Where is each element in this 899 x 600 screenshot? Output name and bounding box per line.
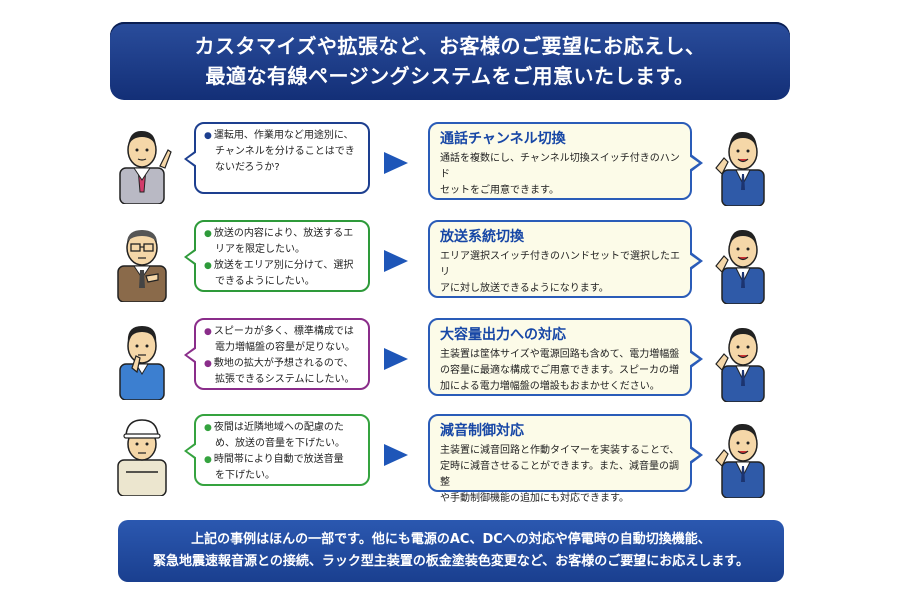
question-text: 夜間は近隣地域への配慮のた — [213, 422, 344, 433]
answer-text: エリア選択スイッチ付きのハンドセットで選択したエリ — [440, 251, 680, 278]
question-text: ないだろうか? — [215, 162, 280, 173]
question-text: を下げたい。 — [215, 470, 275, 481]
case-row-4: ●夜間は近隣地域への配慮のた め、放送の音量を下げたい。 ●時間帯により自動で放… — [0, 414, 899, 504]
footer-line-1: 上記の事例はほんの一部です。他にも電源のAC、DCへの対応や停電時の自動切換機能… — [191, 532, 711, 547]
answer-text: 通話を複数にし、チャンネル切換スイッチ付きのハンド — [440, 153, 680, 180]
answer-text: 定時に減音させることができます。また、減音量の調整 — [440, 461, 679, 488]
bullet-icon: ● — [204, 359, 212, 369]
question-text: 拡張できるシステムにしたい。 — [215, 374, 355, 385]
question-text: 運転用、作業用など用途別に、 — [213, 130, 354, 141]
hardhat-worker-icon — [117, 419, 167, 496]
answer-bubble-1: 通話チャンネル切換 通話を複数にし、チャンネル切換スイッチ付きのハンド セットを… — [428, 122, 703, 200]
answer-title: 減音制御対応 — [440, 423, 524, 439]
bullet-icon: ● — [204, 229, 212, 239]
answer-text: アに対し放送できるようになります。 — [440, 283, 609, 294]
answer-title: 通話チャンネル切換 — [440, 131, 566, 147]
question-text: 放送をエリア別に分けて、選択 — [213, 260, 354, 271]
worker-thinking-icon — [119, 326, 165, 400]
answer-text: や手動制御機能の追加にも対応できます。 — [440, 493, 629, 504]
question-text: め、放送の音量を下げたい。 — [215, 438, 345, 449]
answer-title: 放送系統切換 — [440, 229, 524, 245]
question-text: リアを限定したい。 — [215, 244, 305, 255]
businessman-pointing-icon — [119, 130, 172, 204]
answer-bubble-3: 大容量出力への対応 主装置は筐体サイズや電源回路も含めて、電力増幅盤 の容量に最… — [428, 318, 703, 396]
answer-bubble-4: 減音制御対応 主装置に減音回路と作動タイマーを実装することで、 定時に減音させる… — [428, 414, 703, 504]
arrow-right-icon — [384, 444, 408, 466]
bullet-icon: ● — [204, 261, 212, 271]
arrow-right-icon — [384, 152, 408, 174]
staff-presenting-icon — [715, 131, 765, 206]
question-text: スピーカが多く、標準構成では — [213, 326, 354, 337]
manager-glasses-icon — [117, 230, 167, 302]
answer-text: 主装置に減音回路と作動タイマーを実装することで、 — [440, 445, 680, 456]
case-row-2: ●放送の内容により、放送するエ リアを限定したい。 ●放送をエリア別に分けて、選… — [0, 220, 899, 306]
answer-bubble-2: 放送系統切換 エリア選択スイッチ付きのハンドセットで選択したエリ アに対し放送で… — [428, 220, 703, 298]
case-row-1: ●運転用、作業用など用途別に、 チャンネルを分けることはでき ないだろうか? 通… — [0, 122, 899, 208]
bullet-icon: ● — [204, 455, 212, 465]
question-text: 電力増幅盤の容量が足りない。 — [215, 342, 355, 353]
arrow-right-icon — [384, 348, 408, 370]
question-bubble-3: ●スピーカが多く、標準構成では 電力増幅盤の容量が足りない。 ●敷地の拡大が予想… — [184, 318, 370, 390]
question-text: できるようにしたい。 — [215, 276, 315, 287]
arrow-right-icon — [384, 250, 408, 272]
question-text: 敷地の拡大が予想されるので、 — [213, 358, 354, 369]
case-row-3: ●スピーカが多く、標準構成では 電力増幅盤の容量が足りない。 ●敷地の拡大が予想… — [0, 318, 899, 404]
question-text: チャンネルを分けることはでき — [215, 146, 355, 157]
staff-presenting-icon — [715, 423, 765, 498]
question-text: 時間帯により自動で放送音量 — [213, 454, 344, 465]
header-line-2: 最適な有線ページングシステムをご用意いたします。 — [205, 64, 695, 88]
header-line-1: カスタマイズや拡張など、お客様のご要望にお応えし、 — [194, 34, 706, 58]
question-bubble-1: ●運転用、作業用など用途別に、 チャンネルを分けることはでき ないだろうか? — [184, 122, 370, 194]
answer-text: 加による電力増幅盤の増設もおまかせください。 — [440, 381, 660, 392]
staff-presenting-icon — [715, 229, 765, 304]
answer-text: の容量に最適な構成でご用意できます。スピーカの増 — [440, 365, 679, 376]
footer-banner: 上記の事例はほんの一部です。他にも電源のAC、DCへの対応や停電時の自動切換機能… — [118, 520, 784, 582]
bullet-icon: ● — [204, 131, 212, 141]
bullet-icon: ● — [204, 327, 212, 337]
question-bubble-2: ●放送の内容により、放送するエ リアを限定したい。 ●放送をエリア別に分けて、選… — [184, 220, 370, 292]
question-text: 放送の内容により、放送するエ — [213, 228, 354, 239]
answer-text: 主装置は筐体サイズや電源回路も含めて、電力増幅盤 — [440, 349, 680, 360]
bullet-icon: ● — [204, 423, 212, 433]
header-banner: カスタマイズや拡張など、お客様のご要望にお応えし、 最適な有線ページングシステム… — [110, 22, 790, 100]
footer-line-2: 緊急地震速報音源との接続、ラック型主装置の板金塗装色変更など、お客様のご要望にお… — [153, 554, 749, 569]
question-bubble-4: ●夜間は近隣地域への配慮のた め、放送の音量を下げたい。 ●時間帯により自動で放… — [184, 414, 370, 486]
staff-presenting-icon — [715, 327, 765, 402]
answer-text: セットをご用意できます。 — [440, 185, 559, 196]
answer-title: 大容量出力への対応 — [440, 327, 566, 343]
